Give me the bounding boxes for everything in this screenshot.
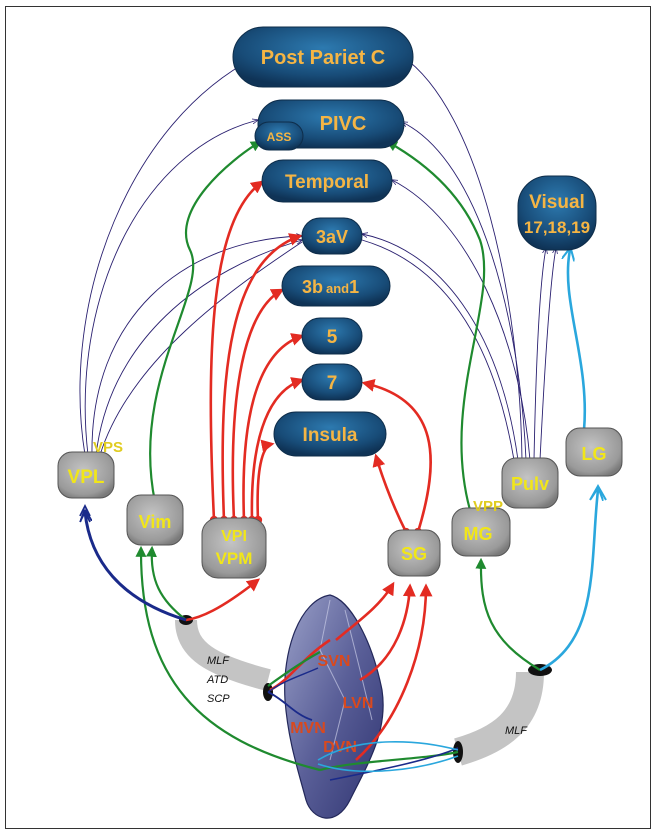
- vpl-to-3av-b: [95, 240, 302, 456]
- tract-navy-c: [329, 747, 459, 781]
- nuclei-to-vim-long: [135, 545, 321, 772]
- tract-cyan-b: [317, 755, 459, 773]
- 3av-label: 3aV: [316, 227, 348, 247]
- vpi-to-7: [247, 377, 305, 525]
- tract-navy-a: [267, 691, 313, 721]
- vpi-vpm-box: [201, 517, 267, 579]
- tract-label-mlf-left: MLF: [207, 655, 230, 667]
- dvn-to-sg: [355, 583, 433, 761]
- 3av-box: [301, 217, 363, 255]
- sg-label: SG: [401, 544, 427, 564]
- tract-navy-b: [267, 667, 319, 693]
- visual-label-line2: 17,18,19: [524, 218, 590, 237]
- vpm-label: VPM: [216, 549, 253, 568]
- thin-projections: [79, 56, 556, 461]
- vpl-to-pivc: [84, 120, 258, 456]
- navy-pathways: [79, 503, 459, 781]
- vpi-to-temporal: [209, 180, 265, 525]
- area7-label: 7: [327, 373, 338, 394]
- tract-label-atd: ATD: [206, 674, 228, 686]
- lg-label: LG: [582, 444, 607, 464]
- sg-to-7: [361, 378, 432, 537]
- tract-cyan-a: [317, 741, 459, 761]
- insula-label: Insula: [303, 425, 358, 446]
- pulv-to-pivc: [402, 122, 527, 461]
- green-pathways: [135, 140, 541, 772]
- tract-to-lg: [539, 490, 598, 672]
- lvn-label: LVN: [343, 695, 374, 712]
- tract-label-scp: SCP: [207, 693, 230, 705]
- vim-to-pivc: [149, 140, 262, 503]
- vestibular-nuclei: SVN LVN MVN DVN: [284, 594, 384, 819]
- tract-to-vpl: [85, 512, 187, 622]
- pulv-to-post-pariet: [402, 56, 523, 461]
- pulv-to-visual-b: [539, 248, 556, 461]
- mg-box: [451, 507, 511, 557]
- svn-label: SVN: [318, 653, 351, 670]
- pivc-label: PIVC: [320, 113, 367, 135]
- mvn-label: MVN: [290, 720, 326, 737]
- pulv-box: [501, 457, 559, 509]
- tract-label-mlf-right: MLF: [505, 725, 528, 737]
- mg-label: MG: [464, 524, 493, 544]
- sg-to-insula: [372, 453, 411, 537]
- vim-label: Vim: [139, 512, 172, 532]
- 3b1-box: [281, 265, 391, 307]
- vpl-label: VPL: [68, 467, 105, 488]
- thalamic-nuclei: VPL VPS Vim VPI VPM SG MG VPP Pulv LG: [57, 427, 623, 579]
- lg-to-visual: [568, 250, 587, 431]
- mg-to-pivc: [386, 140, 486, 511]
- visual-box: [517, 175, 597, 251]
- vpl-to-3av-c: [99, 241, 303, 456]
- pulv-to-visual-a: [533, 248, 546, 461]
- post-pariet-box: [232, 26, 414, 88]
- brainstem-shape: [284, 594, 384, 819]
- vpl-to-3av-a: [91, 236, 302, 456]
- temporal-label: Temporal: [285, 172, 369, 193]
- post-pariet-label: Post Pariet C: [261, 47, 385, 69]
- visual-label-line1: Visual: [529, 192, 585, 213]
- dvn-label: DVN: [323, 739, 357, 756]
- area5-label: 5: [327, 327, 338, 348]
- vpl-to-post-pariet: [79, 56, 258, 456]
- vpl-box: [57, 451, 115, 499]
- vpi-to-insula: [253, 439, 275, 525]
- lg-arrowhead: [589, 483, 607, 501]
- right-tract-band: [453, 671, 544, 766]
- area7-box: [301, 363, 363, 401]
- left-tract-band: [175, 619, 271, 691]
- temporal-box: [261, 159, 393, 203]
- tract-green-a: [267, 651, 321, 687]
- ass-label: ASS: [267, 130, 292, 144]
- tract-labels: MLF ATD SCP MLF: [206, 655, 528, 737]
- tract-green-b: [319, 750, 459, 772]
- insula-box: [273, 411, 387, 457]
- ass-box: [254, 121, 304, 151]
- tract-to-vim: [145, 545, 187, 621]
- vps-label: VPS: [93, 439, 123, 456]
- pulv-to-3av-b: [361, 239, 515, 461]
- pulv-label: Pulv: [511, 474, 549, 494]
- red-pathways: [185, 180, 433, 761]
- lvn-to-sg: [359, 583, 416, 682]
- svn-to-sg: [335, 581, 395, 641]
- area5-box: [301, 317, 363, 355]
- vpi-label: VPI: [221, 528, 247, 545]
- sg-box: [387, 529, 441, 577]
- pulv-to-3av: [362, 234, 519, 461]
- lg-box: [565, 427, 623, 477]
- tract-to-mg: [475, 557, 541, 671]
- vim-box: [126, 494, 184, 546]
- vpp-label: VPP: [473, 498, 503, 515]
- pulv-to-temporal: [392, 180, 531, 461]
- cyan-pathways: [317, 250, 607, 773]
- tract-to-vpi: [185, 578, 261, 622]
- vpl-double-arrow: [79, 503, 91, 523]
